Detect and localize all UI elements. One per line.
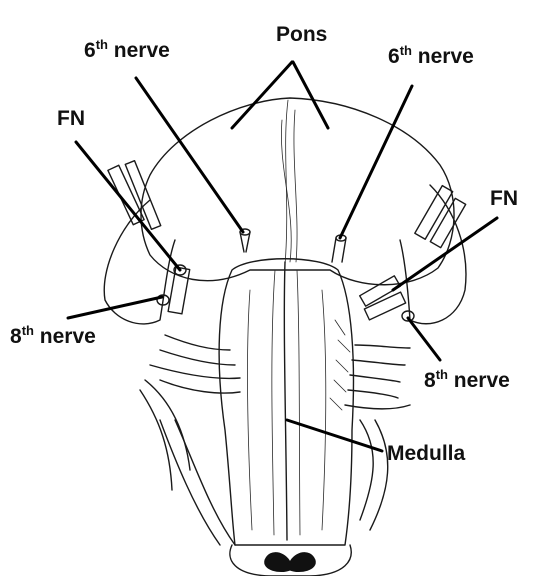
arrow-fn-left [76, 142, 180, 270]
right-nerves [345, 186, 466, 530]
arrow-sixth-left [136, 78, 243, 232]
label-fn-right: FN [490, 188, 518, 209]
label-medulla: Medulla [387, 443, 465, 464]
label-fn-left: FN [57, 108, 85, 129]
pons-outline [141, 98, 454, 285]
median-fissure [284, 262, 287, 540]
label-eighth-nerve-left: 8th nerve [10, 326, 96, 347]
right-peduncle [400, 185, 466, 324]
label-sixth-nerve-right: 6th nerve [388, 46, 474, 67]
label-eighth-nerve-right: 8th nerve [424, 370, 510, 391]
arrow-sixth-right [340, 86, 412, 238]
label-arrows [68, 62, 497, 451]
arrow-pons-left [232, 62, 292, 128]
arrow-fn-right [393, 218, 497, 290]
label-pons: Pons [276, 24, 327, 45]
arrow-pons-right [293, 62, 328, 128]
arrow-eighth-left [68, 297, 162, 318]
left-nerves [108, 161, 240, 545]
label-sixth-nerve-left: 6th nerve [84, 40, 170, 61]
